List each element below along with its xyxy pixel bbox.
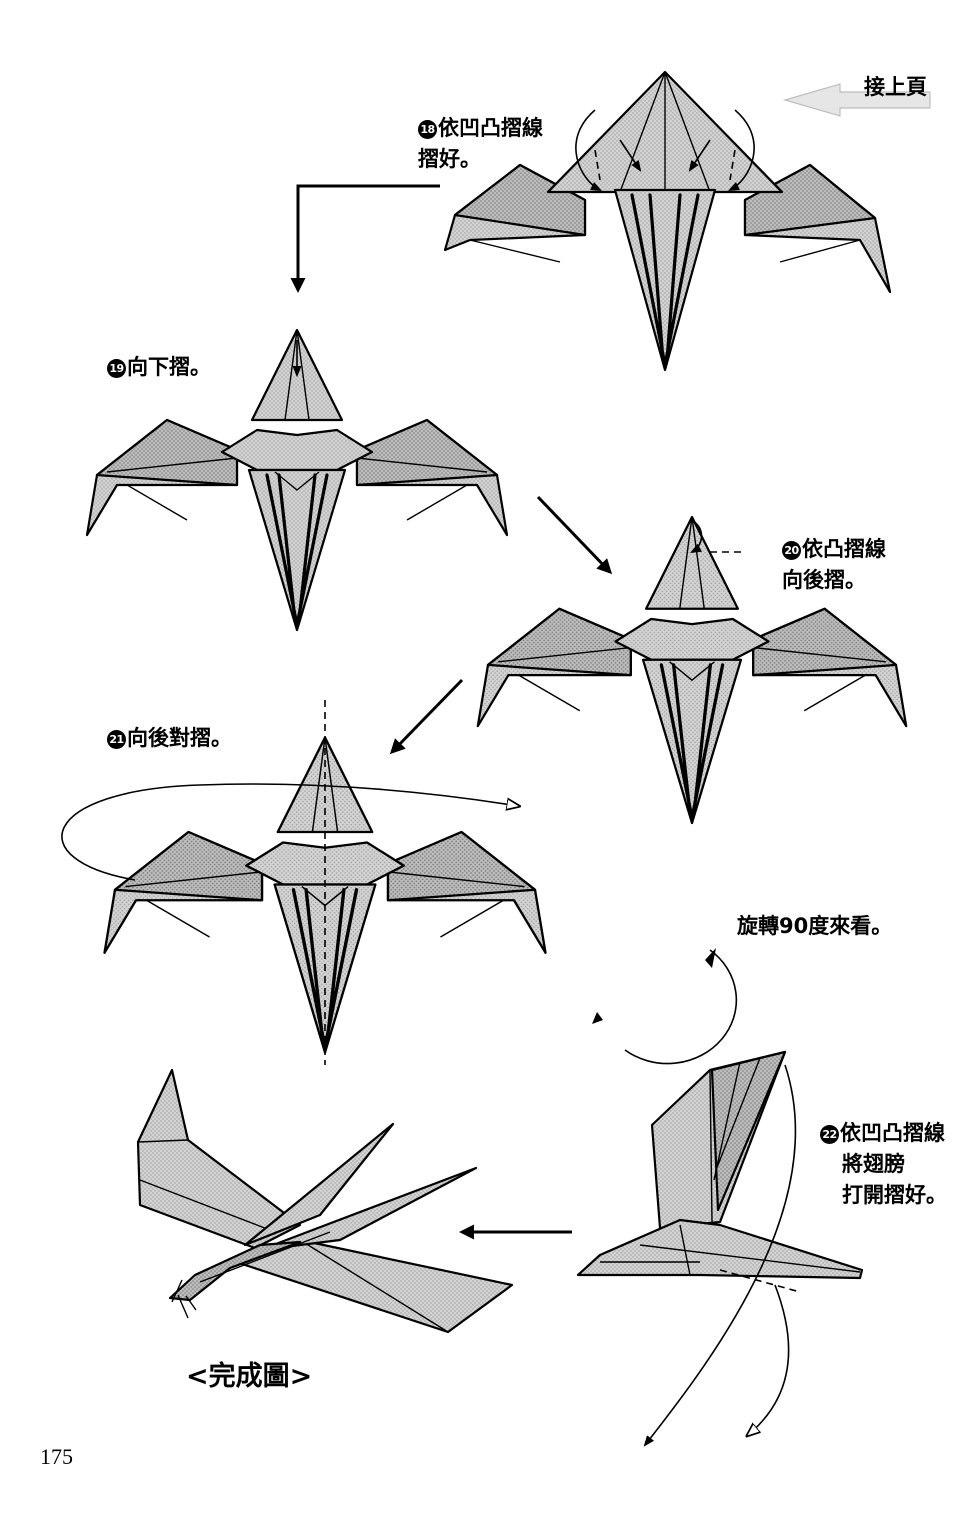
flow-arrow-20-21 bbox=[389, 678, 464, 755]
step-21-number: 21 bbox=[107, 730, 126, 749]
page-number: 175 bbox=[40, 1444, 73, 1469]
step-20-number: 20 bbox=[782, 541, 801, 560]
step-18-model bbox=[443, 70, 892, 372]
final-model bbox=[136, 1068, 514, 1334]
step-22-model bbox=[576, 1050, 864, 1447]
step-19-model bbox=[85, 328, 509, 632]
step-20-model bbox=[476, 515, 908, 825]
step-21-model bbox=[61, 700, 548, 1065]
continue-label: 接上頁 bbox=[864, 75, 927, 99]
flow-arrow-19-20 bbox=[536, 495, 613, 575]
step-22-number: 22 bbox=[820, 1125, 839, 1144]
step-19-number: 19 bbox=[107, 359, 126, 378]
rotate-90-icon bbox=[592, 948, 738, 1065]
flow-arrow-18-19 bbox=[290, 184, 440, 293]
continue-arrow bbox=[782, 83, 931, 117]
final-caption: <完成圖> bbox=[186, 1361, 313, 1392]
rotate-note: 旋轉90度來看。 bbox=[737, 914, 893, 938]
step-18-number: 18 bbox=[418, 120, 437, 139]
